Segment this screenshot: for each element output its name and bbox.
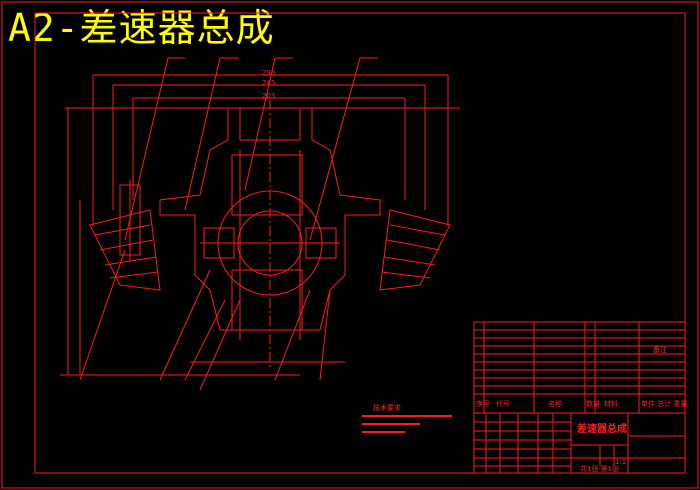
- dimension-lines: [60, 74, 460, 376]
- tech-req-lines: [362, 415, 452, 433]
- header-index: 序号: [476, 399, 490, 408]
- leader-lines: [79, 57, 378, 391]
- header-material: 材料: [604, 399, 618, 408]
- title-block-part-name: 差速器总成: [577, 422, 627, 435]
- title-block-scale: 1:1: [615, 458, 626, 466]
- header-qty: 数量: [586, 399, 600, 408]
- header-code: 代号: [496, 399, 510, 408]
- header-weight: 单件 总计 重量: [641, 399, 687, 408]
- header-remark: 备注: [653, 345, 667, 354]
- parts-table: [473, 321, 686, 474]
- differential-case: [89, 100, 451, 370]
- header-name: 名称: [548, 399, 562, 408]
- tech-req-heading: 技术要求: [373, 403, 401, 412]
- inner-frame: [34, 12, 686, 474]
- dimension-296: 296: [262, 69, 276, 77]
- dimension-203: 203: [262, 92, 275, 100]
- title-block: [474, 413, 685, 473]
- title-block-sheets: 共1张 第1张: [580, 464, 619, 473]
- dimension-245: 245: [262, 79, 275, 87]
